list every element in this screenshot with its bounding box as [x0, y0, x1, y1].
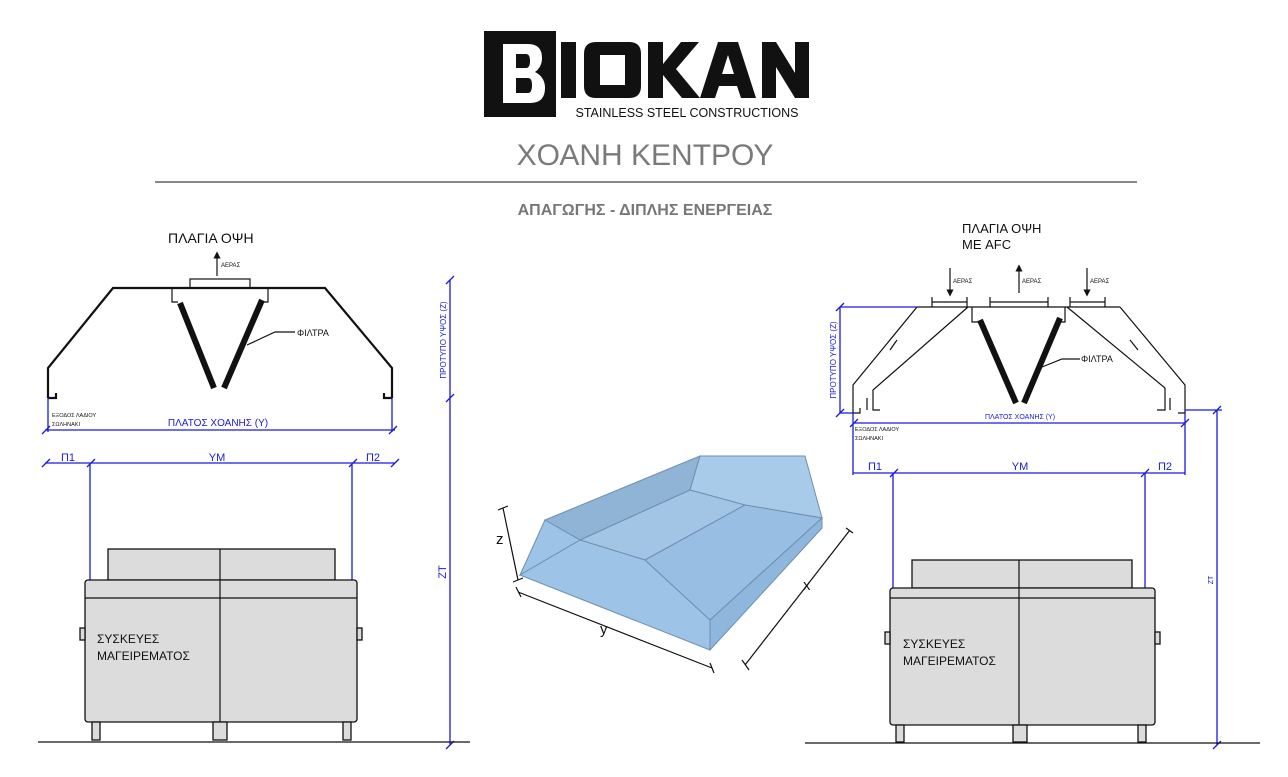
air-label: ΑΕΡΑΣ: [221, 263, 241, 269]
height-z-label: ΠΡΟΤΥΠΟ ΥΨΟΣ (Ζ): [439, 301, 448, 379]
height-z-label: ΠΡΟΤΥΠΟ ΥΨΟΣ (Ζ): [829, 321, 838, 399]
oil-outlet-label-2: ΣΩΛΗΝΑΚΙ: [52, 422, 80, 428]
dim-x-label: x: [803, 577, 811, 594]
ym-label: ΥΜ: [209, 452, 226, 464]
hood-3d-view: z y x: [496, 455, 854, 674]
cooking-appliance: ΣΥΣΚΕΥΕΣ ΜΑΓΕΙΡΕΜΑΤΟΣ: [79, 548, 363, 741]
p2-label: Π2: [366, 452, 380, 464]
filter-right: [1021, 316, 1063, 405]
appliance-label-2: ΜΑΓΕΙΡΕΜΑΤΟΣ: [97, 649, 190, 663]
dim-z-label: z: [496, 531, 504, 548]
filter-left: [177, 301, 217, 390]
p1-label: Π1: [868, 461, 882, 473]
filter-right: [221, 298, 265, 390]
filter-left: [977, 318, 1019, 405]
hood-width-label: ΠΛΑΤΟΣ ΧΟΑΝΗΣ (Υ): [168, 418, 268, 429]
right-view-title-2: ΜΕ AFC: [962, 237, 1011, 252]
page-subtitle: ΑΠΑΓΩΓΗΣ - ΔΙΠΛΗΣ ΕΝΕΡΓΕΙΑΣ: [518, 202, 773, 219]
hood-outline: [46, 286, 394, 400]
oil-outlet-label: ΕΞΟΔΟΣ ΛΑΔΙΟΥ: [52, 413, 97, 419]
right-side-view-afc: ΠΛΑΓΙΑ ΟΨΗ ΜΕ AFC ΦΙΛΤΡΑ ΑΕΡΑΣ ΑΕΡΑΣ ΑΕΡ…: [805, 221, 1260, 750]
p1-label: Π1: [61, 452, 75, 464]
air-label: ΑΕΡΑΣ: [1022, 279, 1042, 285]
logo-tagline: STAINLESS STEEL CONSTRUCTIONS: [576, 106, 799, 120]
page-title: ΧΟΑΝΗ ΚΕΝΤΡΟΥ: [517, 139, 774, 172]
oil-outlet-label: ΕΞΟΔΟΣ ΛΑΔΙΟΥ: [855, 427, 900, 433]
logo-wordmark: [484, 31, 809, 117]
appliance-label-2: ΜΑΓΕΙΡΕΜΑΤΟΣ: [903, 654, 996, 668]
p2-label: Π2: [1158, 461, 1172, 473]
right-view-title: ΠΛΑΓΙΑ ΟΨΗ: [962, 221, 1041, 236]
filter-label: ΦΙΛΤΡΑ: [1081, 354, 1113, 364]
air-label: ΑΕΡΑΣ: [1090, 279, 1110, 285]
left-side-view: ΠΛΑΓΙΑ ΟΨΗ ΑΕΡΑΣ ΦΙΛΤΡΑ ΕΞΟΔΟΣ ΛΑΔΙΟΥ ΣΩ…: [38, 230, 470, 750]
duct-collar: [189, 278, 251, 289]
logo: STAINLESS STEEL CONSTRUCTIONS: [484, 31, 809, 120]
dim-y-label: y: [600, 621, 608, 638]
left-view-title: ΠΛΑΓΙΑ ΟΨΗ: [168, 230, 254, 246]
filter-label: ΦΙΛΤΡΑ: [297, 328, 329, 338]
cooking-appliance: ΣΥΣΚΕΥΕΣ ΜΑΓΕΙΡΕΜΑΤΟΣ: [884, 559, 1161, 743]
air-label: ΑΕΡΑΣ: [953, 279, 973, 285]
hood-width-label: ΠΛΑΤΟΣ ΧΟΑΝΗΣ (Υ): [985, 414, 1055, 421]
appliance-label: ΣΥΣΚΕΥΕΣ: [97, 632, 159, 646]
oil-outlet-label-2: ΣΩΛΗΝΑΚΙ: [855, 436, 883, 442]
ym-label: ΥΜ: [1012, 461, 1029, 473]
appliance-label: ΣΥΣΚΕΥΕΣ: [903, 637, 965, 651]
zt-label: ZT: [1208, 575, 1215, 584]
zt-label: ΖΤ: [437, 565, 449, 579]
